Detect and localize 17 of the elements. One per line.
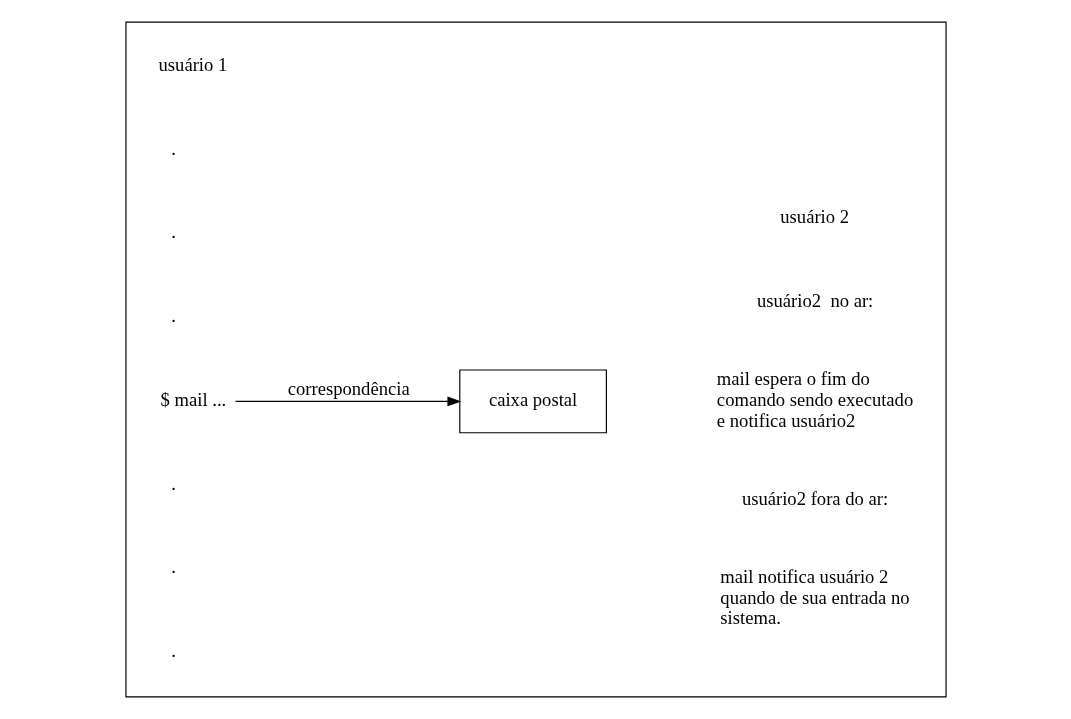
label: . — [170, 137, 176, 159]
label: usuário 1 — [158, 53, 227, 75]
label: usuário2 no ar: — [756, 289, 873, 311]
label: . — [170, 472, 176, 494]
arrow — [234, 396, 461, 407]
label: . — [170, 221, 176, 243]
label: mail espera o fim do comando sendo executado e notifica usuário2 — [716, 367, 913, 431]
label: . — [170, 305, 176, 327]
label: usuário 2 — [779, 206, 849, 228]
node-text: $ mail ... — [160, 388, 226, 410]
label: . — [170, 556, 176, 578]
label: usuário2 fora do ar: — [741, 487, 888, 509]
edge-label: correspondência — [287, 378, 410, 400]
label: . — [170, 640, 176, 662]
node-box: caixa postal — [458, 369, 607, 434]
label: mail notifica usuário 2 quando de sua entrada no sistema. — [719, 565, 910, 629]
cluster — [124, 21, 947, 698]
